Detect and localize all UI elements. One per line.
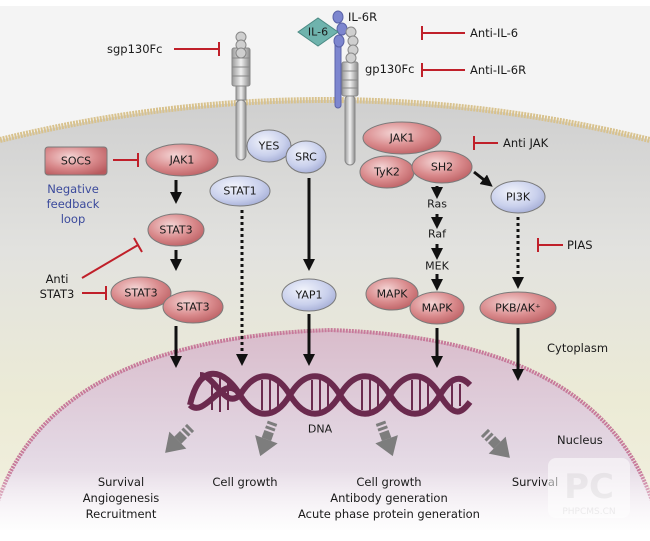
cytoplasm-label: Cytoplasm [547, 341, 608, 355]
outcome-arrow-center-left [255, 420, 278, 457]
dna-label: DNA [308, 423, 333, 436]
jak1-left-label: JAK1 [169, 154, 195, 167]
pi3k-label: PI3K [506, 191, 531, 204]
outcome-center-left-line1: Cell growth [212, 475, 277, 489]
pathway-arrows [170, 170, 524, 381]
mapk-b-label: MAPK [422, 302, 454, 315]
il6-ligand: IL-6 [297, 17, 339, 47]
anti-jak-label: Anti JAK [503, 136, 549, 150]
yap1-node: YAP1 [281, 278, 337, 312]
ras-label: Ras [427, 198, 447, 211]
mapk-a-label: MAPK [377, 288, 409, 301]
socs-node: SOCS [44, 146, 108, 176]
stat3-dimer: STAT3 STAT3 [110, 276, 224, 324]
anti-stat3-label-line2: STAT3 [40, 287, 75, 301]
yap1-label: YAP1 [294, 289, 322, 302]
watermark-text: PHPCMS.CN [562, 507, 615, 517]
nucleus-label: Nucleus [557, 433, 603, 447]
anti-stat3-inhibitor-1 [81, 244, 139, 279]
jak1-right-label: JAK1 [389, 132, 415, 145]
stat3-dimer-a-label: STAT3 [124, 287, 157, 300]
feedback-label-line2: feedback [47, 197, 100, 211]
stat3-label: STAT3 [159, 224, 192, 237]
stat3-dimer-b-label: STAT3 [176, 301, 209, 314]
pi3k-node: PI3K [490, 180, 546, 214]
feedback-label-line1: Negative [47, 182, 99, 196]
raf-label: Raf [428, 228, 447, 241]
yes-node: YES [246, 129, 292, 163]
jak1-right-node: JAK1 [362, 121, 442, 155]
outcome-left-line1: Survival [98, 475, 144, 489]
stat1-node: STAT1 [209, 175, 271, 207]
anti-il6-label: Anti-IL-6 [470, 26, 518, 40]
outcome-arrow-right [480, 428, 510, 458]
sh2-label: SH2 [431, 161, 453, 174]
tyk2-label: TyK2 [373, 166, 400, 179]
outcome-arrow-left [165, 423, 195, 453]
outcome-left-line2: Angiogenesis [83, 491, 160, 505]
anti-il6r-label: Anti-IL-6R [470, 63, 526, 77]
mek-label: MEK [425, 260, 449, 273]
src-label: SRC [295, 151, 317, 164]
stat3-node: STAT3 [147, 213, 205, 247]
bottom-fade [0, 470, 650, 530]
outcome-center-right-line1: Cell growth [356, 475, 421, 489]
il6-label: IL-6 [308, 26, 328, 39]
feedback-label-line3: loop [61, 212, 86, 226]
anti-stat3-label-line1: Anti [46, 272, 69, 286]
outcome-center-right-line3: Acute phase protein generation [298, 507, 480, 521]
outcome-arrows [165, 420, 510, 458]
arrow-sh2-pi3k [473, 170, 493, 187]
outcome-center-right-line2: Antibody generation [330, 491, 448, 505]
il6r-receptor [332, 10, 348, 109]
pkb-node: PKB/AK⁺ [479, 291, 557, 325]
watermark: PC PHPCMS.CN [548, 458, 630, 518]
outcome-labels: Survival Angiogenesis Recruitment Cell g… [83, 475, 558, 521]
gp130fc-label: gp130Fc [365, 62, 415, 76]
socs-label: SOCS [61, 155, 91, 168]
outcome-arrow-center-right [375, 420, 398, 457]
il6r-label: IL-6R [348, 10, 377, 24]
pkb-label: PKB/AK⁺ [495, 302, 541, 315]
jak1-left-node: JAK1 [145, 143, 219, 177]
stat1-label: STAT1 [223, 185, 256, 198]
inhibitor-markers [81, 26, 563, 300]
sgp130fc-label: sgp130Fc [107, 42, 162, 56]
sh2-node: SH2 [411, 150, 473, 184]
tyk2-node: TyK2 [359, 155, 415, 189]
watermark-logo: PC [564, 467, 614, 507]
yes-label: YES [258, 140, 280, 153]
mapk-dimer: MAPK MAPK [365, 277, 465, 325]
gp130-receptor-left [231, 31, 251, 161]
gp130-receptor-right [341, 26, 359, 166]
outcome-right-line1: Survival [512, 475, 558, 489]
dna-helix [187, 370, 473, 417]
src-node: SRC [285, 140, 327, 174]
cell-membrane [0, 97, 650, 143]
outcome-left-line3: Recruitment [86, 507, 157, 521]
pias-label: PIAS [567, 238, 593, 252]
